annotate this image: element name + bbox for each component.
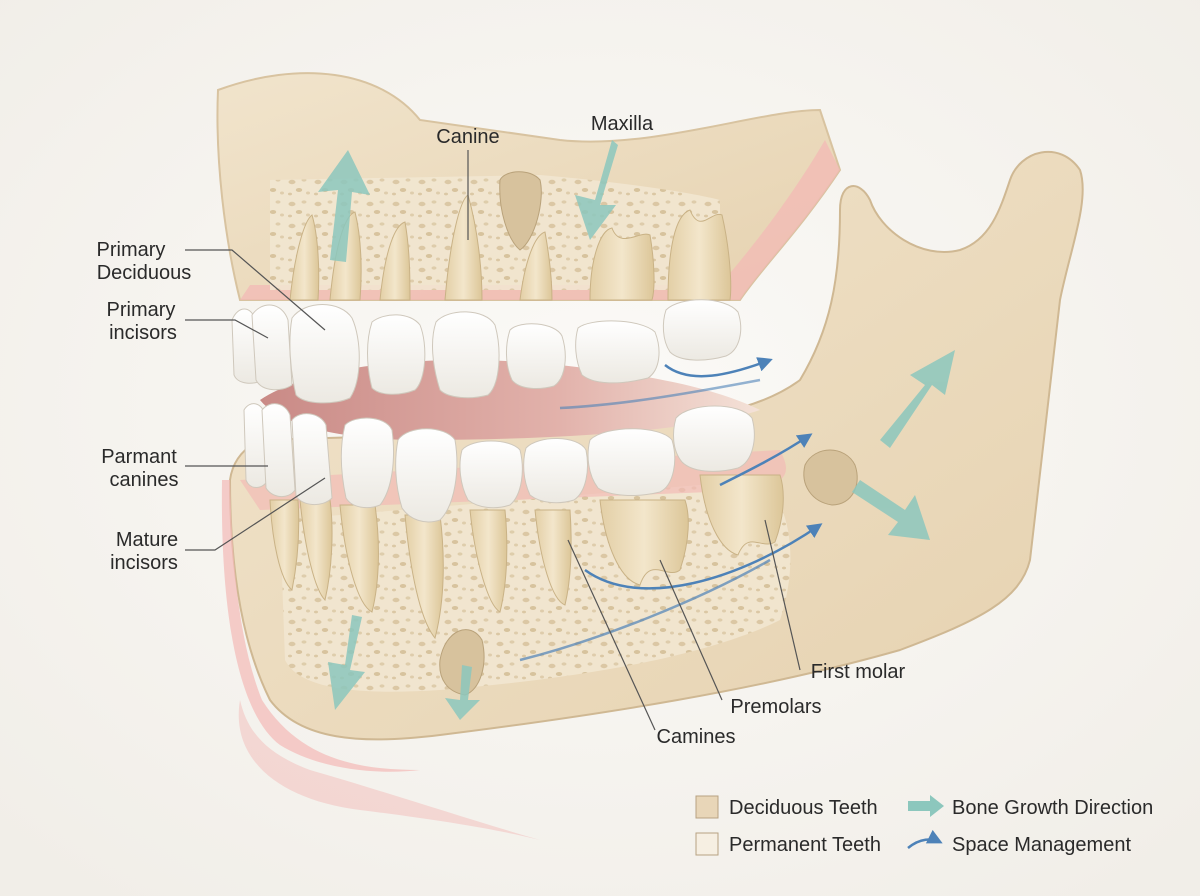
legend-space-management: Space Management xyxy=(952,834,1131,856)
label-primary-deciduous-line1: Primary xyxy=(97,239,166,261)
unerupted-tooth-lower xyxy=(439,629,485,696)
legend-bone-growth: Bone Growth Direction xyxy=(952,797,1153,819)
label-first-molar: First molar xyxy=(811,661,906,683)
upper-roots xyxy=(289,171,732,301)
upper-teeth xyxy=(231,299,742,404)
space-management-arrows xyxy=(519,357,823,662)
label-mature-incisors-line2: incisors xyxy=(110,552,178,574)
label-parmant-canines-line1: Parmant xyxy=(101,446,177,468)
lower-roots xyxy=(269,449,858,696)
label-canine: Canine xyxy=(436,126,499,148)
legend-deciduous: Deciduous Teeth xyxy=(729,797,878,819)
legend: Deciduous Teeth Permanent Teeth Bone Gro… xyxy=(695,795,1153,856)
legend-space-arrow-icon xyxy=(907,829,943,849)
legend-swatch-permanent xyxy=(695,832,719,856)
unerupted-canine-upper xyxy=(499,171,542,251)
legend-bone-growth-arrow-icon xyxy=(908,795,944,817)
label-parmant-canines-line2: canines xyxy=(110,469,179,491)
legend-swatch-deciduous xyxy=(695,795,719,819)
label-primary-deciduous-line2: Deciduous xyxy=(97,262,192,284)
legend-permanent: Permanent Teeth xyxy=(729,834,881,856)
label-maxilla: Maxilla xyxy=(591,113,654,135)
label-premolars: Premolars xyxy=(730,696,821,718)
label-mature-incisors-line1: Mature xyxy=(116,529,178,551)
label-camines: Camines xyxy=(657,726,736,748)
label-primary-incisors-line2: incisors xyxy=(109,322,177,344)
label-primary-incisors-line1: Primary xyxy=(107,299,176,321)
bone-growth-arrows xyxy=(318,140,955,720)
leader-lines xyxy=(185,150,801,731)
lower-teeth xyxy=(243,403,755,523)
